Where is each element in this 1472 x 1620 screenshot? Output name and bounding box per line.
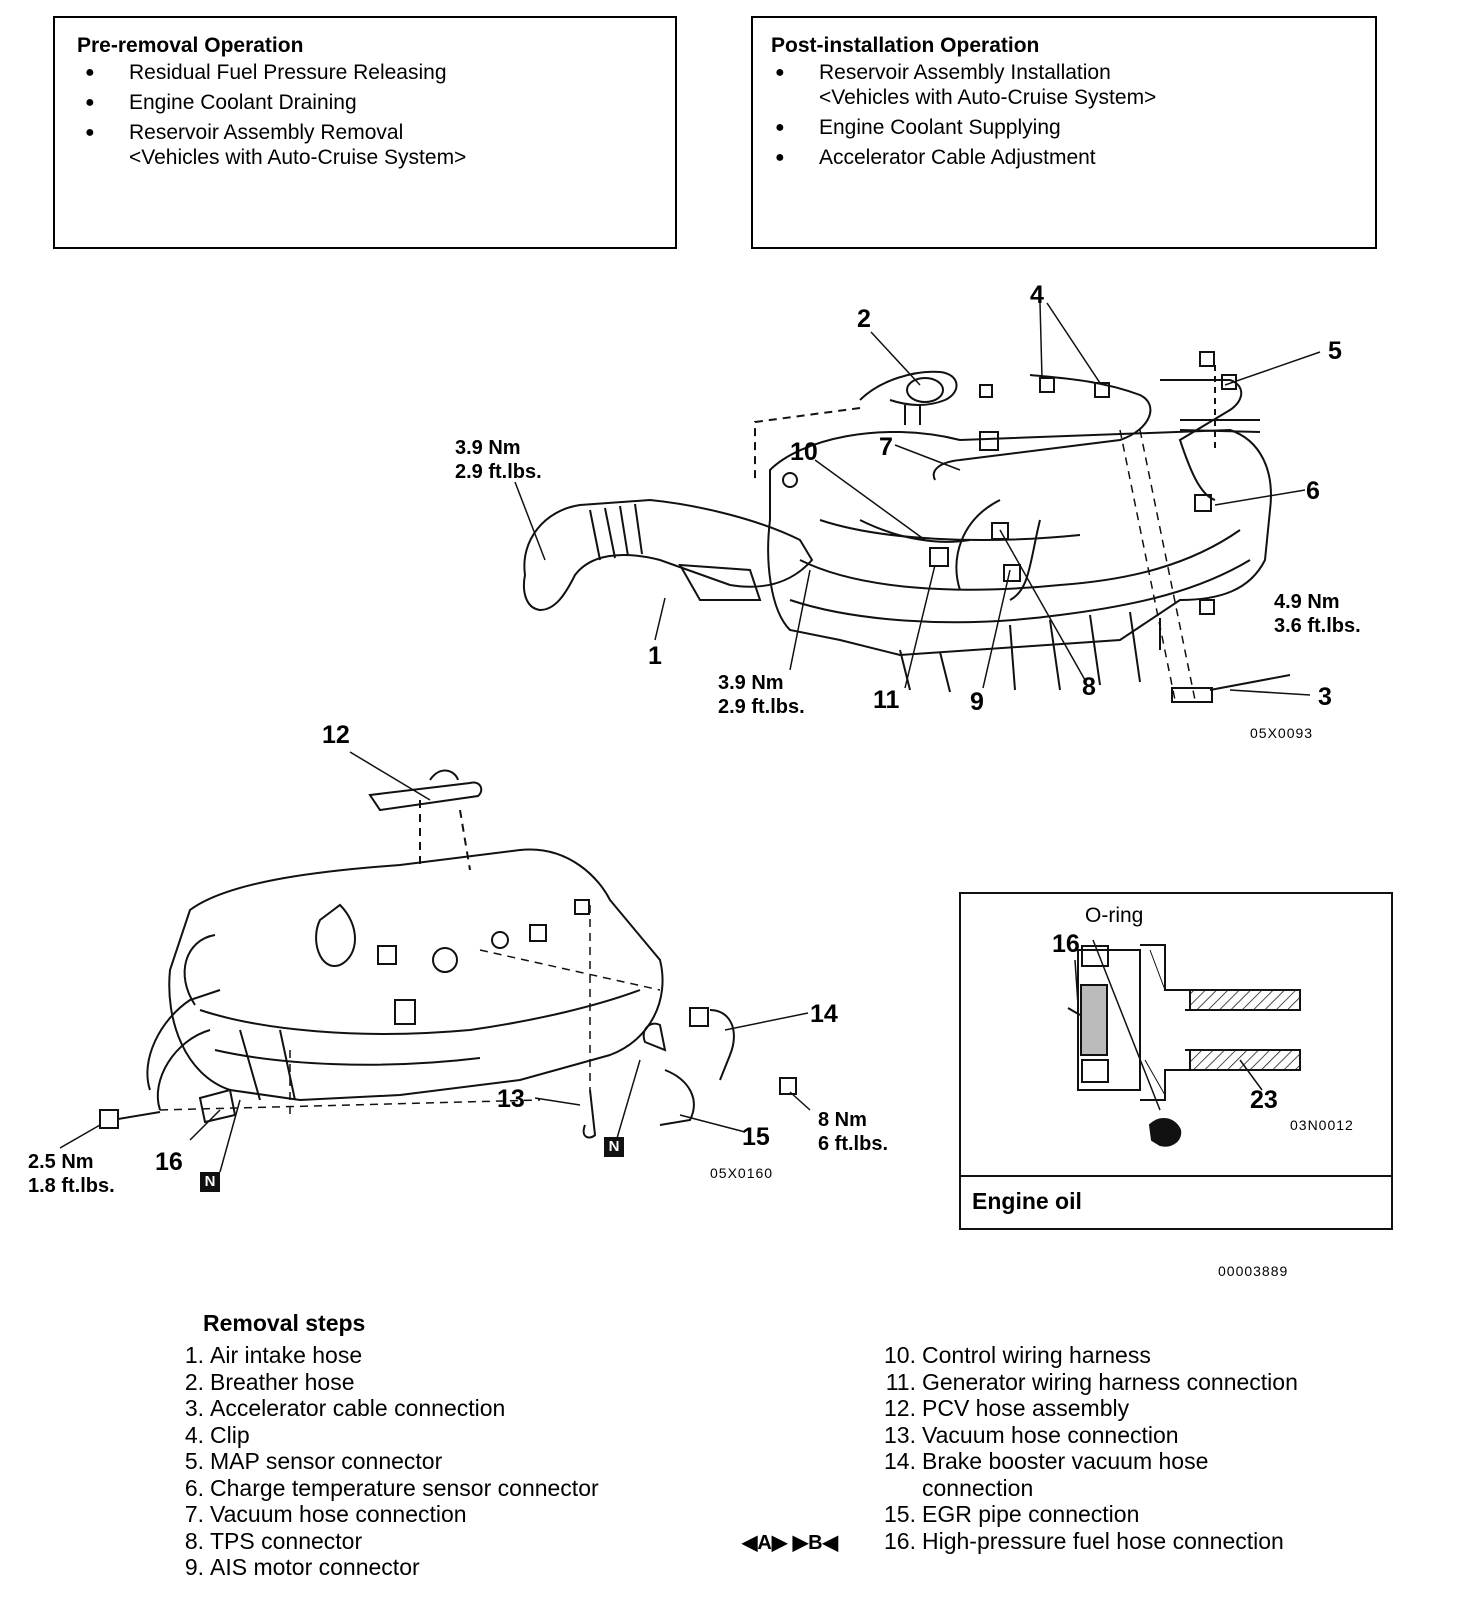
new-part-badge: N xyxy=(200,1172,220,1192)
callout-12: 12 xyxy=(322,721,350,749)
callout-1: 1 xyxy=(648,642,662,670)
callout-7: 7 xyxy=(879,433,893,461)
callout-3: 3 xyxy=(1318,683,1332,711)
pre-removal-item-sub: <Vehicles with Auto-Cruise System> xyxy=(129,146,467,169)
torque-bottom-b-ftlbs: 6 ft.lbs. xyxy=(818,1133,888,1155)
pre-removal-box: Pre-removal Operation Residual Fuel Pres… xyxy=(53,16,677,249)
post-installation-item: Engine Coolant Supplying xyxy=(775,115,1355,140)
top-leader-lines xyxy=(514,302,1321,696)
post-installation-title: Post-installation Operation xyxy=(771,34,1040,57)
ab-service-marks: ◀A▶ ▶B◀ xyxy=(742,1532,838,1554)
callout-10: 10 xyxy=(790,438,818,466)
new-part-badge: N xyxy=(604,1137,624,1157)
bottom-callouts: 12 13 14 15 16 2.5 Nm 1.8 ft.lbs. 8 Nm 6… xyxy=(28,721,1288,1279)
engine-diagram: 1 2 3 4 5 6 7 8 9 10 11 3.9 Nm 2.9 ft.lb… xyxy=(28,281,1393,1279)
callout-9: 9 xyxy=(970,688,984,716)
detail-figure-code: 03N0012 xyxy=(1290,1117,1354,1133)
detail-callout-16: 16 xyxy=(1052,930,1080,958)
post-installation-box: Post-installation Operation Reservoir As… xyxy=(751,16,1377,249)
removal-step: 13.Vacuum hose connection xyxy=(884,1421,1179,1448)
removal-steps-title: Removal steps xyxy=(203,1310,366,1336)
torque-top-a-ftlbs: 2.9 ft.lbs. xyxy=(455,461,542,483)
post-installation-list: Reservoir Assembly Installation<Vehicles… xyxy=(775,60,1355,175)
post-installation-item: Reservoir Assembly Installation<Vehicles… xyxy=(775,60,1355,110)
removal-step: 9.AIS motor connector xyxy=(184,1554,420,1580)
removal-step: 10.Control wiring harness xyxy=(884,1342,1151,1368)
callout-14: 14 xyxy=(810,1000,838,1028)
detail-callout-23: 23 xyxy=(1250,1086,1278,1114)
pre-removal-item: Engine Coolant Draining xyxy=(85,90,655,115)
pre-removal-item: Reservoir Assembly Removal<Vehicles with… xyxy=(85,120,655,170)
removal-step: 12.PCV hose assembly xyxy=(884,1395,1130,1421)
post-installation-item: Accelerator Cable Adjustment xyxy=(775,145,1355,170)
callout-5: 5 xyxy=(1328,337,1342,365)
bottom-manifold-illustration xyxy=(99,769,797,1139)
torque-top-b-nm: 3.9 Nm xyxy=(718,672,784,694)
oring-label: O-ring xyxy=(1085,904,1143,927)
removal-step: 7.Vacuum hose connection xyxy=(184,1501,467,1527)
removal-step: 3.Accelerator cable connection xyxy=(184,1395,506,1421)
top-callouts: 1 2 3 4 5 6 7 8 9 10 11 3.9 Nm 2.9 ft.lb… xyxy=(455,281,1361,741)
engine-oil-label: Engine oil xyxy=(972,1188,1082,1214)
pre-removal-title: Pre-removal Operation xyxy=(77,34,304,57)
removal-step: 15.EGR pipe connection xyxy=(884,1501,1140,1527)
torque-top-c-ftlbs: 3.6 ft.lbs. xyxy=(1274,615,1361,637)
pre-removal-list: Residual Fuel Pressure Releasing Engine … xyxy=(85,60,655,175)
callout-6: 6 xyxy=(1306,477,1320,505)
figure-code-top: 05X0093 xyxy=(1250,725,1313,741)
pre-removal-item: Residual Fuel Pressure Releasing xyxy=(85,60,655,85)
removal-step: 5.MAP sensor connector xyxy=(184,1448,443,1474)
removal-step: 1.Air intake hose xyxy=(184,1342,363,1368)
removal-step: 6.Charge temperature sensor connector xyxy=(184,1474,599,1501)
bottom-leader-lines xyxy=(59,751,811,1173)
detail-box xyxy=(959,892,1393,1230)
callout-4: 4 xyxy=(1030,281,1044,309)
torque-bottom-a-ftlbs: 1.8 ft.lbs. xyxy=(28,1175,115,1197)
callout-2: 2 xyxy=(857,305,871,333)
callout-13: 13 xyxy=(497,1085,525,1113)
torque-top-b-ftlbs: 2.9 ft.lbs. xyxy=(718,696,805,718)
figure-code-main: 00003889 xyxy=(1218,1263,1288,1279)
torque-bottom-a-nm: 2.5 Nm xyxy=(28,1151,94,1173)
callout-8: 8 xyxy=(1082,673,1096,701)
torque-bottom-b-nm: 8 Nm xyxy=(818,1109,867,1131)
torque-top-c-nm: 4.9 Nm xyxy=(1274,591,1340,613)
removal-step: 4.Clip xyxy=(184,1421,250,1448)
torque-top-a-nm: 3.9 Nm xyxy=(455,437,521,459)
removal-step: 11.Generator wiring harness connection xyxy=(885,1368,1298,1395)
detail-labels: O-ring 16 23 03N0012 xyxy=(1052,904,1354,1133)
post-installation-item-sub: <Vehicles with Auto-Cruise System> xyxy=(819,86,1157,109)
removal-step: 2.Breather hose xyxy=(184,1368,355,1395)
top-manifold-illustration xyxy=(522,351,1291,703)
removal-steps-right: 10.Control wiring harness 11.Generator w… xyxy=(880,1342,1298,1554)
figure-code-bottom: 05X0160 xyxy=(710,1165,773,1181)
removal-step: 8.TPS connector xyxy=(184,1527,363,1554)
callout-16: 16 xyxy=(155,1148,183,1176)
removal-steps-left: 1.Air intake hose 2.Breather hose 3.Acce… xyxy=(168,1342,599,1581)
removal-step: 16.High-pressure fuel hose connection xyxy=(884,1527,1284,1554)
callout-11: 11 xyxy=(873,686,900,714)
callout-15: 15 xyxy=(742,1123,770,1151)
